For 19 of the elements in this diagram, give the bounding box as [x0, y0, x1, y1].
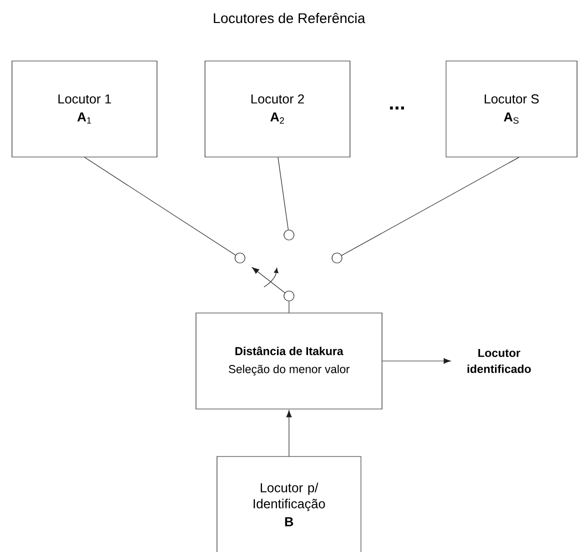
- arrow: [252, 267, 286, 294]
- process-box: Locutor S A$_{S}$: [446, 60, 578, 158]
- process-box: Locutor 2 A$_{2}$: [204, 60, 350, 158]
- output-label: Locutor identificado: [468, 349, 531, 374]
- switch-contact: [284, 230, 294, 240]
- switch-contact: [234, 252, 246, 264]
- connector-line: [278, 157, 289, 230]
- arrow: [382, 358, 451, 364]
- connector-line: [288, 301, 290, 313]
- switch-contact: [332, 252, 342, 264]
- connector-line: [84, 157, 236, 256]
- process-box: Locutor p/ Identificação B: [216, 456, 362, 552]
- connector-line: [341, 157, 520, 256]
- process-box: Locutor 1 A$_{1}$: [12, 60, 158, 158]
- ellipsis: ...: [390, 106, 404, 110]
- arrow: [286, 410, 292, 456]
- title: Locutores de Referência: [214, 12, 366, 24]
- switch-contact: [284, 290, 294, 302]
- process-box: Distância de Itakura Seleção do menor valor: [196, 312, 382, 410]
